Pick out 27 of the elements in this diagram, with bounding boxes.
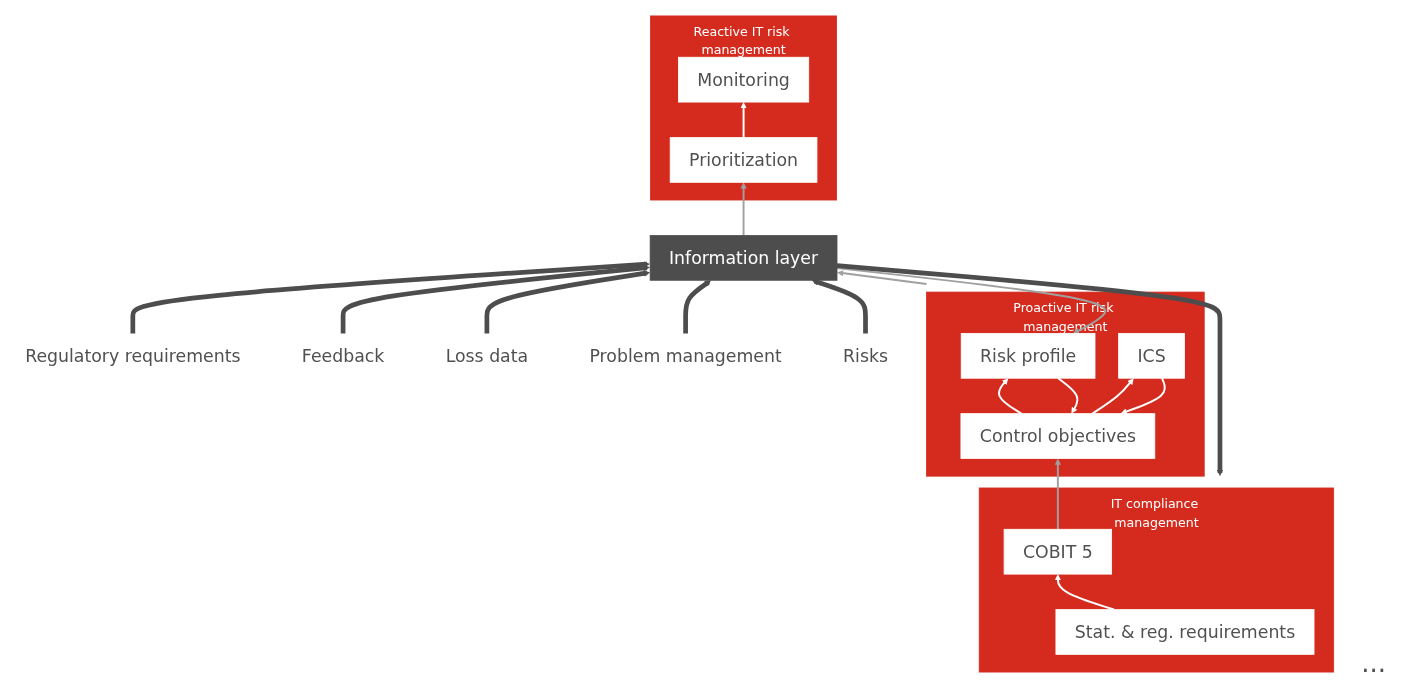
node-box: ICS [1118,333,1185,379]
node-box: Information layer [649,235,838,281]
arrow [836,263,1224,477]
node-text: Loss data [445,345,529,366]
node-box: Control objectives [960,413,1156,459]
arrow [836,267,1107,334]
arrow [1054,574,1115,611]
node-box: Risk profile [960,333,1096,379]
node-text: Risks [843,345,888,366]
arrow [1054,458,1061,531]
node-text: Regulatory requirements [25,345,241,366]
node-box: Stat. & reg. requirements [1055,609,1315,655]
node-box: Monitoring [678,56,810,103]
arrow [683,280,712,334]
node-text: Problem management [589,345,782,366]
arrow [1057,377,1079,414]
node-box: Prioritization [669,137,818,183]
arrow [1120,377,1166,415]
arrow [740,102,747,139]
note-text: ... [1361,648,1386,678]
node-box: COBIT 5 [1003,528,1113,575]
arrow [1091,378,1134,415]
arrow [740,182,747,237]
arrow [998,378,1023,415]
node-text: Feedback [301,345,385,366]
arrow [837,270,928,285]
arrow [811,279,868,334]
